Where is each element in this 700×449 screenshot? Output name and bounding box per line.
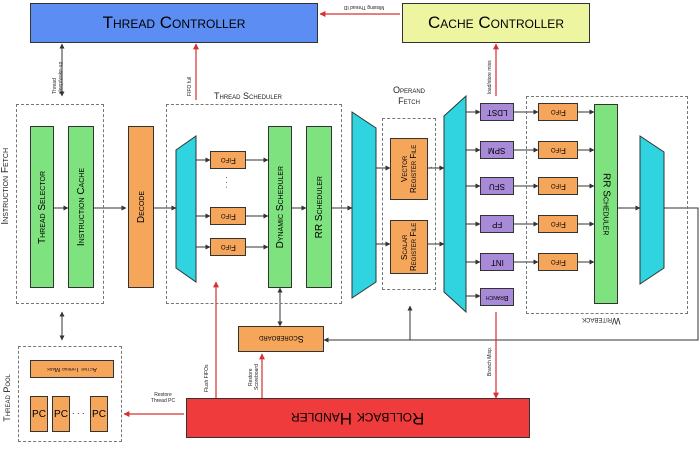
- fifo-label: Fifo: [550, 145, 566, 155]
- pc-register-3: PC: [90, 396, 108, 432]
- pc-register-2: PC: [52, 396, 70, 432]
- thread-scheduler-region: [166, 104, 342, 304]
- load-store-miss-label: load/store miss: [487, 60, 493, 94]
- fifo-label: Fifo: [220, 211, 236, 221]
- pc-ellipsis: . . .: [72, 406, 85, 416]
- thread-pool-label: Thread Pool: [2, 374, 12, 422]
- unit-label: SFU: [489, 181, 505, 191]
- wb-fifo-5: Fifo: [538, 253, 578, 271]
- missing-thread-id-label: Missing Thread ID: [343, 4, 385, 10]
- rr-scheduler-label: RR Scheduler: [313, 175, 325, 239]
- wb-fifo-1: Fifo: [538, 103, 578, 121]
- restore-thread-pc-label: Restore Thread PC: [150, 392, 176, 404]
- scheduler-fifo-3: Fifo: [210, 238, 246, 256]
- writeback-region: [526, 96, 688, 314]
- fifo-label: Fifo: [220, 155, 236, 165]
- fifo-label: Fifo: [550, 219, 566, 229]
- fifo-label: Fifo: [550, 107, 566, 117]
- decode-stage: Decode: [128, 126, 154, 288]
- scheduler-fifo-2: Fifo: [210, 207, 246, 225]
- scoreboard: Scoreboard: [238, 326, 324, 352]
- pc-label: PC: [54, 408, 68, 420]
- instruction-cache: Instruction Cache: [68, 126, 94, 288]
- vector-register-file: Vector Register File: [390, 138, 428, 200]
- branch-mispred-label: Branch Misp.: [487, 346, 493, 376]
- dynamic-scheduler-label: Dynamic Scheduler: [274, 165, 286, 249]
- unit-label: LDST: [486, 107, 508, 117]
- active-thread-mask-label: Active Thread Mask: [47, 366, 97, 372]
- scalar-register-file: Scalar Register File: [390, 220, 428, 274]
- active-thread-mask: Active Thread Mask: [30, 360, 114, 378]
- unit-sfu: SFU: [480, 177, 514, 195]
- pc-label: PC: [92, 408, 106, 420]
- rollback-label: Rollback Handler: [291, 409, 425, 428]
- fifo-full-label: FIFO full: [187, 76, 193, 96]
- unit-branch: Branch: [480, 288, 514, 306]
- thread-scheduler-label: Thread Scheduler: [214, 91, 283, 101]
- scoreboard-label: Scoreboard: [258, 334, 304, 344]
- rr-scheduler-issue: RR Scheduler: [306, 126, 332, 288]
- unit-label: SPM: [488, 145, 506, 155]
- thread-sleep-label: Thread sleep/wake-up: [52, 61, 64, 94]
- wb-fifo-2: Fifo: [538, 141, 578, 159]
- thread-controller-label: Thread Controller: [102, 13, 246, 32]
- vector-rf-label: Vector Register File: [400, 144, 418, 194]
- unit-ldst: LDST: [480, 103, 514, 121]
- scalar-rf-label: Scalar Register File: [400, 222, 418, 272]
- operand-ellipsis: · · ·: [430, 164, 441, 171]
- flush-fifos-label: Flush FIFOs: [204, 364, 210, 392]
- scheduler-fifo-ellipsis: · · ·: [222, 176, 231, 189]
- instruction-fetch-region: [16, 104, 104, 304]
- pc-label: PC: [32, 408, 46, 420]
- dispatch-demux: [443, 94, 467, 314]
- thread-selector: Thread Selector: [30, 126, 54, 288]
- instruction-fetch-label: Instruction Fetch: [0, 148, 11, 225]
- fifo-label: Fifo: [220, 242, 236, 252]
- unit-label: INT: [490, 257, 504, 267]
- wb-fifo-3: Fifo: [538, 177, 578, 195]
- unit-spm: SPM: [480, 141, 514, 159]
- restore-scoreboard-label: Restore Scoreboard: [248, 364, 260, 390]
- fifo-label: Fifo: [550, 181, 566, 191]
- pc-register-1: PC: [30, 396, 48, 432]
- dynamic-scheduler: Dynamic Scheduler: [268, 126, 292, 288]
- unit-label: FP: [491, 219, 503, 229]
- writeback-mux: [639, 135, 665, 285]
- operand-fetch-region: [382, 118, 436, 290]
- fifo-label: Fifo: [550, 257, 566, 267]
- cache-controller: Cache Controller: [402, 3, 590, 43]
- wb-rr-label: RR Scheduler: [600, 172, 612, 236]
- operand-mux: [351, 111, 377, 299]
- thread-pool-region: [18, 346, 122, 442]
- branch-label: Branch: [485, 293, 509, 301]
- scheduler-fifo-1: Fifo: [210, 151, 246, 169]
- writeback-label: Writeback: [582, 316, 621, 326]
- decode-label: Decode: [135, 190, 147, 224]
- thread-controller: Thread Controller: [30, 3, 318, 43]
- thread-selector-label: Thread Selector: [36, 170, 48, 244]
- operand-fetch-label: Operand Fetch: [392, 85, 425, 106]
- scheduler-demux: [175, 135, 197, 283]
- unit-fp: FP: [480, 215, 514, 233]
- rr-scheduler-writeback: RR Scheduler: [594, 104, 618, 304]
- cache-controller-label: Cache Controller: [428, 13, 564, 32]
- unit-int: INT: [480, 253, 514, 271]
- wb-fifo-4: Fifo: [538, 215, 578, 233]
- instruction-cache-label: Instruction Cache: [75, 167, 87, 247]
- rollback-handler: Rollback Handler: [186, 398, 530, 438]
